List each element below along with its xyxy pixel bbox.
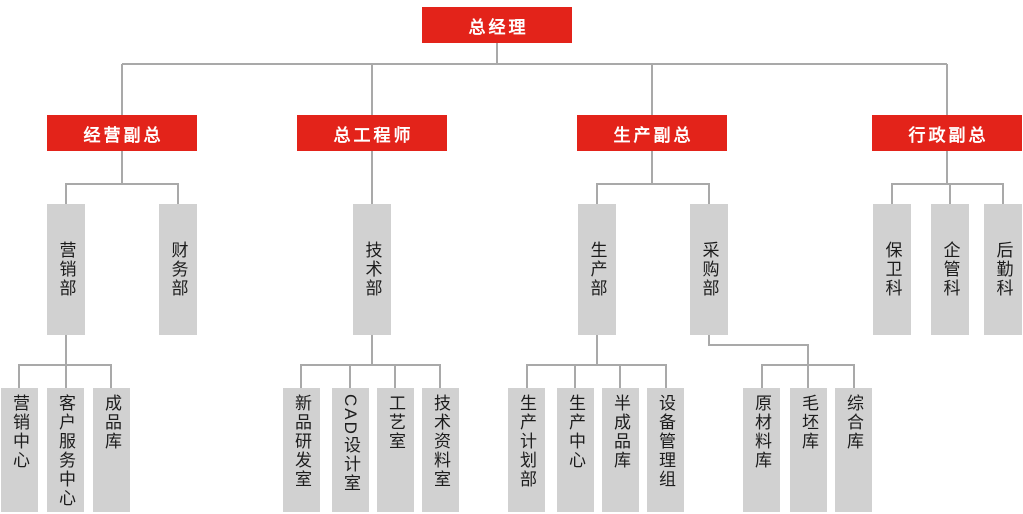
org-node-label: 客户服务中心 bbox=[56, 394, 75, 508]
org-node-logistics-section: 后勤科 bbox=[984, 204, 1022, 335]
org-node-label: 生产部 bbox=[587, 241, 607, 298]
org-node-label: 生产计划部 bbox=[517, 394, 536, 489]
org-node-label: 保卫科 bbox=[882, 241, 902, 298]
org-node-label: 综合库 bbox=[844, 394, 863, 451]
org-node-process-room: 工艺室 bbox=[377, 388, 414, 512]
org-node-marketing-dept: 营销部 bbox=[47, 204, 85, 335]
org-node-label: 工艺室 bbox=[386, 394, 405, 451]
org-node-label: 新品研发室 bbox=[292, 394, 311, 489]
org-node-label: 生产中心 bbox=[566, 394, 585, 470]
org-node-label: 后勤科 bbox=[993, 241, 1013, 298]
org-node-label: 原材料库 bbox=[752, 394, 771, 470]
org-node-label: 成品库 bbox=[102, 394, 121, 451]
org-node-chief-engineer: 总工程师 bbox=[297, 115, 447, 151]
org-node-label: 总经理 bbox=[468, 17, 529, 37]
org-node-label: 行政副总 bbox=[908, 125, 989, 145]
org-node-enterprise-mgmt-section: 企管科 bbox=[931, 204, 969, 335]
org-node-purchasing-dept: 采购部 bbox=[690, 204, 728, 335]
org-node-marketing-center: 营销中心 bbox=[1, 388, 38, 512]
org-node-production-center: 生产中心 bbox=[557, 388, 594, 512]
org-node-technical-archives-room: 技术资料室 bbox=[422, 388, 459, 512]
org-node-label: 半成品库 bbox=[611, 394, 630, 470]
org-node-label: 营销部 bbox=[56, 241, 76, 298]
org-node-label: 毛坯库 bbox=[799, 394, 818, 451]
org-node-vp-production: 生产副总 bbox=[577, 115, 727, 151]
org-node-vp-admin: 行政副总 bbox=[872, 115, 1022, 151]
org-node-customer-service-center: 客户服务中心 bbox=[47, 388, 84, 512]
org-node-new-product-rd-room: 新品研发室 bbox=[283, 388, 320, 512]
org-node-label: 企管科 bbox=[940, 241, 960, 298]
org-node-security-section: 保卫科 bbox=[873, 204, 911, 335]
org-node-finished-goods-warehouse: 成品库 bbox=[93, 388, 130, 512]
org-node-equipment-mgmt-group: 设备管理组 bbox=[647, 388, 684, 512]
org-node-general-manager: 总经理 bbox=[422, 7, 572, 43]
org-node-label: 采购部 bbox=[699, 241, 719, 298]
org-node-technology-dept: 技术部 bbox=[353, 204, 391, 335]
org-node-label: 设备管理组 bbox=[656, 394, 675, 489]
org-node-cad-design-room: CAD设计室 bbox=[332, 388, 369, 512]
org-node-general-warehouse: 综合库 bbox=[835, 388, 872, 512]
org-node-finance-dept: 财务部 bbox=[159, 204, 197, 335]
org-node-label: 营销中心 bbox=[10, 394, 29, 470]
org-node-vp-operations: 经营副总 bbox=[47, 115, 197, 151]
org-node-blank-warehouse: 毛坯库 bbox=[790, 388, 827, 512]
org-node-label: CAD设计室 bbox=[341, 394, 360, 493]
org-node-label: 总工程师 bbox=[333, 125, 414, 145]
org-node-semi-finished-warehouse: 半成品库 bbox=[602, 388, 639, 512]
org-node-label: 财务部 bbox=[168, 241, 188, 298]
org-node-label: 技术部 bbox=[362, 241, 382, 298]
org-node-raw-materials-warehouse: 原材料库 bbox=[743, 388, 780, 512]
org-node-label: 经营副总 bbox=[83, 125, 164, 145]
org-node-production-planning-dept: 生产计划部 bbox=[508, 388, 545, 512]
org-node-production-dept: 生产部 bbox=[578, 204, 616, 335]
org-node-label: 生产副总 bbox=[613, 125, 694, 145]
org-node-label: 技术资料室 bbox=[431, 394, 450, 489]
